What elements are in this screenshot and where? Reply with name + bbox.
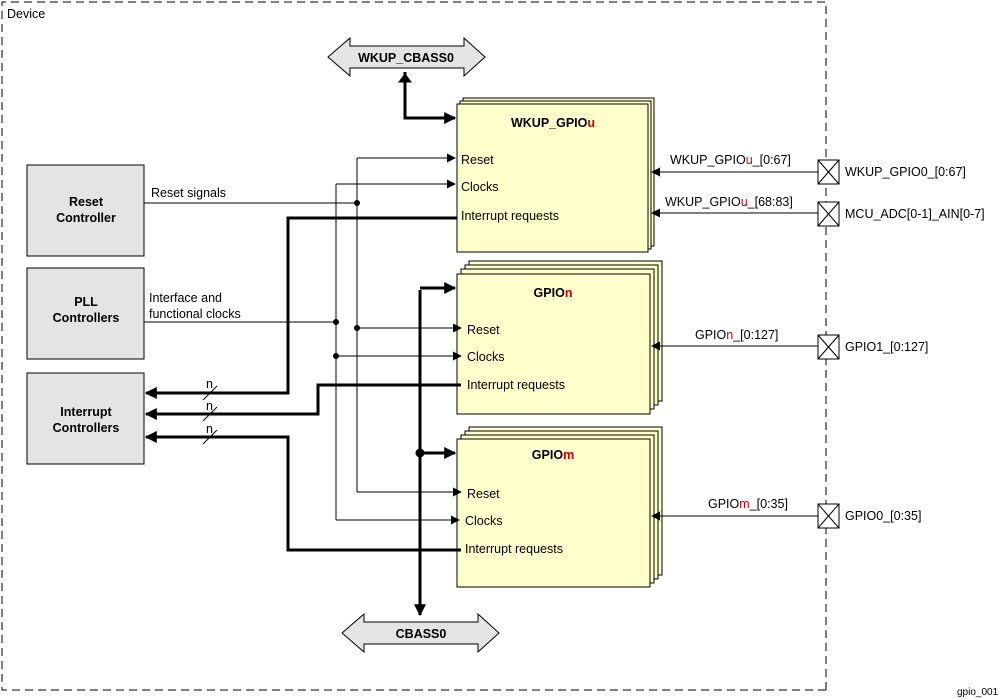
pin-label-wkup-gpio0: WKUP_GPIO0_[0:67] xyxy=(845,165,966,179)
reset-signals-label: Reset signals xyxy=(151,186,226,200)
bus-width-label-2: n xyxy=(206,399,213,413)
bus-width-slashes xyxy=(202,385,218,445)
gpion-clocks-port: Clocks xyxy=(467,350,505,364)
cbass0-bus: CBASS0 xyxy=(341,612,500,654)
pll-controllers: PLL Controllers xyxy=(26,267,145,360)
pin-box-wkup2 xyxy=(817,201,840,227)
gpiom-clocks-port: Clocks xyxy=(465,514,503,528)
reset-controller-line2: Controller xyxy=(56,211,116,225)
gpiom-interrupt-port: Interrupt requests xyxy=(465,542,563,556)
device-label: Device xyxy=(7,7,45,21)
cbass0-label: CBASS0 xyxy=(396,627,447,641)
pin-label-mcu-adc: MCU_ADC[0-1]_AIN[0-7] xyxy=(845,207,985,221)
gpion-io-label: GPIOn_[0:127] xyxy=(695,328,778,342)
gpion-module: GPIOn Reset Clocks Interrupt requests xyxy=(456,260,663,415)
pin-box-gpio1 xyxy=(817,334,840,360)
figure-id: gpio_001 xyxy=(957,687,999,698)
pin-label-gpio0: GPIO0_[0:35] xyxy=(845,509,921,523)
interrupt-controllers: Interrupt Controllers xyxy=(26,372,145,465)
reset-controller: Reset Controller xyxy=(26,164,145,257)
gpion-reset-port: Reset xyxy=(467,323,500,337)
wkup-cbass0-bus: WKUP_CBASS0 xyxy=(327,36,486,78)
pin-box-wkup1 xyxy=(817,159,840,185)
wkup-gpio-module: WKUP_GPIOu Reset Clocks Interrupt reques… xyxy=(456,97,655,253)
pin-box-gpio0 xyxy=(817,503,840,529)
gpiom-module: GPIOm Reset Clocks Interrupt requests xyxy=(456,426,663,588)
bus-connections xyxy=(398,72,457,617)
device-boundary xyxy=(1,1,827,691)
wkup-cbass0-label: WKUP_CBASS0 xyxy=(358,51,454,65)
gpion-interrupt-port: Interrupt requests xyxy=(467,378,565,392)
clocks-label-line1: Interface and xyxy=(149,291,222,305)
pin-label-gpio1: GPIO1_[0:127] xyxy=(845,340,928,354)
wkup-reset-port: Reset xyxy=(461,153,494,167)
pll-line2: Controllers xyxy=(53,311,120,325)
interrupt-wiring xyxy=(144,216,461,552)
io-wiring xyxy=(651,167,827,521)
clock-wiring xyxy=(144,179,462,525)
pll-line1: PLL xyxy=(74,295,98,309)
reset-wiring xyxy=(144,153,462,497)
gpiom-title: GPIOm xyxy=(532,448,574,462)
wkup-io1-label: WKUP_GPIOu_[0:67] xyxy=(670,153,791,167)
interrupt-line2: Controllers xyxy=(53,421,120,435)
clocks-label-line2: functional clocks xyxy=(149,307,241,321)
wkup-gpio-title: WKUP_GPIOu xyxy=(511,116,595,130)
interrupt-line1: Interrupt xyxy=(60,405,112,419)
bus-width-label-1: n xyxy=(206,377,213,391)
wkup-clocks-port: Clocks xyxy=(461,180,499,194)
bus-width-label-3: n xyxy=(206,422,213,436)
gpiom-io-label: GPIOm_[0:35] xyxy=(708,497,788,511)
gpion-title: GPIOn xyxy=(534,286,573,300)
wkup-io2-label: WKUP_GPIOu_[68:83] xyxy=(665,195,793,209)
wkup-interrupt-port: Interrupt requests xyxy=(461,209,559,223)
reset-controller-line1: Reset xyxy=(69,195,104,209)
gpiom-reset-port: Reset xyxy=(467,487,500,501)
